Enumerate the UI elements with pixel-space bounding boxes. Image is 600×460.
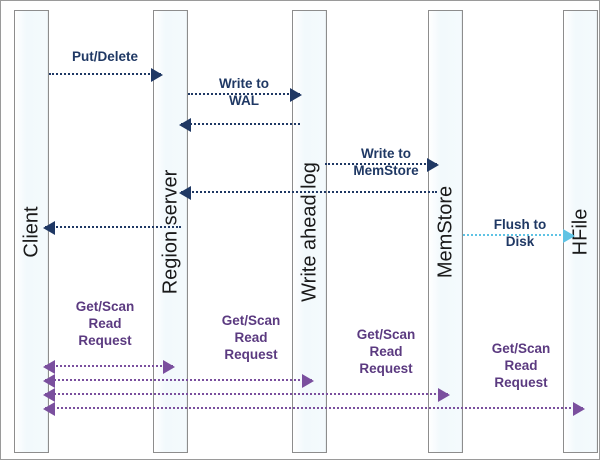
message-read-request-write-ahead-log (43, 374, 314, 388)
message-read-request-region-server (43, 360, 175, 374)
message-label-read-request-1: Get/Scan Read Request (75, 299, 135, 348)
arrowhead-right-icon (302, 374, 314, 388)
arrowhead-left-icon (43, 374, 55, 388)
message-wal-ack (179, 118, 300, 132)
arrowhead-right-icon (290, 88, 302, 102)
arrowhead-right-icon (563, 229, 575, 243)
lifeline-label-client: Client (20, 205, 42, 258)
message-read-request-memstore (43, 388, 450, 402)
message-write-to-memstore (325, 158, 439, 172)
lifeline-label-memstore: MemStore (434, 185, 456, 278)
arrowhead-right-icon (151, 68, 163, 82)
arrowhead-right-icon (438, 388, 450, 402)
arrowhead-right-icon (427, 158, 439, 172)
message-label-flush-to-disk: Flush to Disk (493, 217, 547, 249)
lifeline-memstore: MemStore (428, 10, 463, 453)
arrowhead-left-icon (179, 186, 191, 200)
message-client-ack (43, 221, 181, 235)
arrowhead-right-icon (573, 402, 585, 416)
lifeline-write-ahead-log: Write ahead log (292, 10, 327, 453)
message-put-delete (49, 68, 163, 82)
arrowhead-left-icon (43, 360, 55, 374)
arrowhead-right-icon (163, 360, 175, 374)
message-memstore-ack (179, 186, 437, 200)
arrowhead-left-icon (43, 221, 55, 235)
arrowhead-left-icon (43, 402, 55, 416)
message-read-request-hfile (43, 402, 585, 416)
message-label-write-to-memstore: Write to MemStore (353, 146, 419, 178)
message-label-write-to-wal: Write to WAL (219, 76, 269, 108)
message-label-put-delete: Put/Delete (71, 49, 139, 64)
message-flush-to-disk (463, 229, 575, 243)
message-write-to-wal (188, 88, 302, 102)
arrowhead-left-icon (179, 118, 191, 132)
lifeline-label-write-ahead-log: Write ahead log (298, 161, 320, 302)
arrowhead-left-icon (43, 388, 55, 402)
